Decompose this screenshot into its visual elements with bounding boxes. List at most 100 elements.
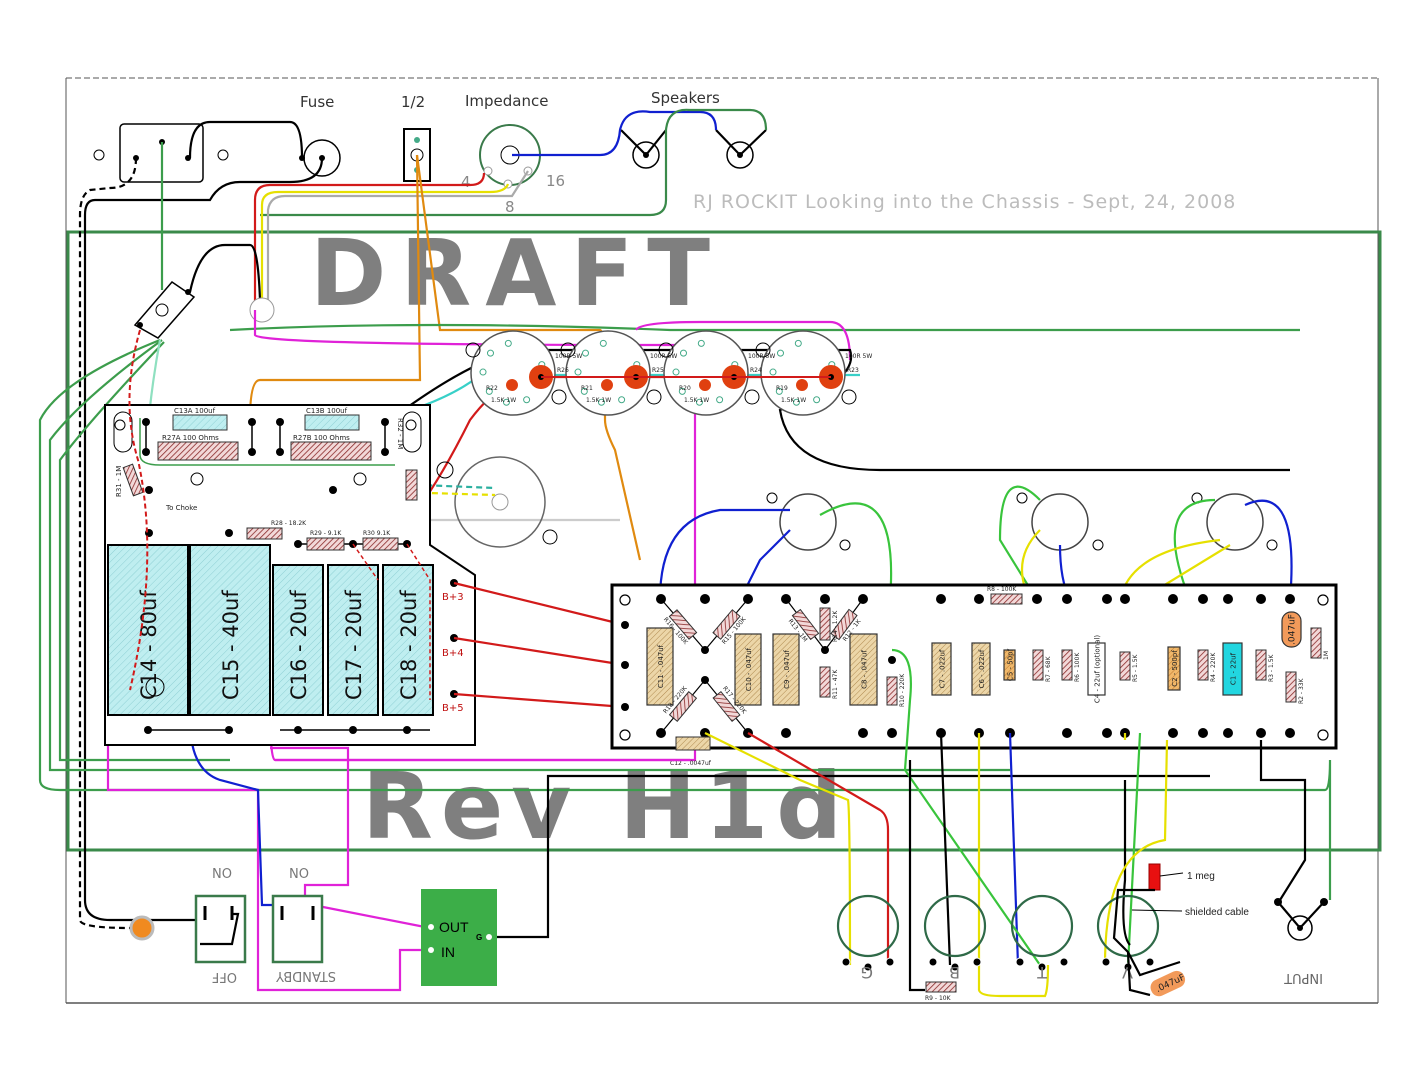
- filter-cap-label: C15 - 40uf: [219, 590, 243, 700]
- filter-cap-2: C15 - 40uf: [189, 544, 271, 716]
- grid-resistor-value: 1.5K 1W: [781, 397, 806, 404]
- impedance-selector[interactable]: [479, 124, 541, 189]
- power-tube-1: [465, 330, 567, 416]
- resistor: [704, 598, 749, 651]
- r32-label: R32 - 1M: [396, 418, 404, 449]
- standby-switch-on-label: ON: [289, 864, 309, 879]
- grid-resistor-value: 1.5K 1W: [491, 397, 516, 404]
- grid-resistor-value: 1.5K 1W: [684, 397, 709, 404]
- r30-label: R30 9.1K: [363, 530, 391, 537]
- grid-resistor-ref: R21: [581, 385, 593, 392]
- turret: [1198, 728, 1208, 738]
- screen-resistor-ref: R25: [652, 367, 664, 374]
- c12-label: C12 - .0047uf: [670, 760, 712, 767]
- capacitor-label: C8 - .047uf: [861, 650, 869, 689]
- pot-label: V: [1122, 963, 1133, 982]
- input-jack[interactable]: [1274, 898, 1328, 941]
- screen-resistor-value: 100R 5W: [650, 353, 677, 360]
- turret: [1168, 594, 1178, 604]
- capacitor-label: C7 - .022uf: [939, 649, 947, 688]
- turret: [1062, 594, 1072, 604]
- bplus4-label: B+4: [442, 648, 464, 659]
- capacitor: [1281, 611, 1302, 648]
- pot-4[interactable]: V: [1096, 894, 1160, 982]
- pot-2[interactable]: B: [923, 894, 987, 982]
- screen-resistor-ref: R24: [750, 367, 762, 374]
- capacitor: [1087, 642, 1106, 696]
- impedance-tap-8: 8: [505, 198, 515, 216]
- input-cap: .047uF: [1150, 970, 1187, 997]
- r9-label: R9 - 10K: [925, 995, 952, 1002]
- r29-label: R29 - 9.1K: [310, 530, 342, 537]
- standby-module: [421, 889, 497, 986]
- resistor-label: R11 - 47K: [832, 669, 839, 699]
- front-panel-wires: [275, 648, 1307, 998]
- resistor-label: R6 - 100K: [1074, 652, 1081, 682]
- capacitor-label: C9 - .047uf: [783, 650, 791, 689]
- grid-resistor-value: 1.5K 1W: [586, 397, 611, 404]
- capacitor-label: C2 - 500pf: [1171, 650, 1179, 687]
- resistor: [1285, 671, 1297, 703]
- resistor-label: R8 - 100K: [987, 586, 1017, 593]
- resistor: [824, 598, 864, 651]
- filter-cap-3: C16 - 20uf: [272, 564, 324, 716]
- power-switch-on-label: ON: [212, 864, 232, 879]
- r27b-label: R27B 100 Ohms: [293, 434, 350, 442]
- grid-resistor-ref: R20: [679, 385, 691, 392]
- grid-resistor-icon: [699, 379, 711, 391]
- c13b-label: C13B 100uf: [306, 407, 348, 415]
- chassis-outline: [65, 77, 1382, 1004]
- turret: [1285, 594, 1295, 604]
- filter-cap-label: C14 - 80uf: [137, 590, 161, 700]
- speakers-label: Speakers: [651, 89, 720, 107]
- filter-cap-label: C18 - 20uf: [397, 590, 421, 700]
- resistor: [1197, 649, 1209, 681]
- grid-resistor-icon: [601, 379, 613, 391]
- filter-cap-5: C18 - 20uf: [382, 564, 434, 716]
- turret: [1223, 728, 1233, 738]
- r27a-resistor: [157, 441, 239, 461]
- pot-label: B: [949, 963, 960, 982]
- screen-resistor-value: 100R 5W: [748, 353, 775, 360]
- standby-switch[interactable]: [271, 894, 324, 964]
- resistor: [819, 666, 831, 698]
- capacitor-label: C1 - 22uf: [1230, 652, 1238, 685]
- resistor-label: R5 - 1.5K: [1132, 653, 1139, 682]
- pot-1[interactable]: G: [836, 894, 900, 982]
- capacitor: [849, 633, 878, 706]
- power-switch[interactable]: [194, 894, 247, 964]
- resistor: [1255, 649, 1267, 681]
- resistor: [1032, 649, 1044, 681]
- capacitor: [772, 633, 800, 706]
- turret: [1032, 594, 1042, 604]
- bplus5-label: B+5: [442, 703, 464, 714]
- capacitor-label: C4 - 22uf (optional): [1094, 635, 1102, 703]
- capacitor: [646, 627, 674, 706]
- half-label: 1/2: [401, 93, 425, 111]
- one-meg-resistor: [1148, 863, 1161, 891]
- screen-resistor-value: 100R 5W: [845, 353, 872, 360]
- resistor: [1061, 649, 1073, 681]
- r28-resistor: [246, 527, 283, 540]
- preamp-tube-v1: [1191, 492, 1278, 551]
- filter-cap-1: C14 - 80uf: [107, 544, 189, 716]
- capacitor-label: .047uF: [1288, 614, 1298, 645]
- resistor: [704, 679, 749, 734]
- module-in-label: IN: [441, 944, 455, 960]
- turret: [781, 728, 791, 738]
- power-tube-4: [755, 330, 857, 416]
- resistor-label: R7 - 68K: [1045, 655, 1052, 682]
- capacitor-label: C5 - 50pf: [1007, 648, 1015, 681]
- standby-label: STANDBY: [276, 968, 336, 983]
- resistor-label: 1M: [1323, 651, 1330, 660]
- diagram-title: RJ ROCKIT Looking into the Chassis - Sep…: [693, 191, 1236, 213]
- bplus3-label: B+3: [442, 592, 464, 603]
- preamp-tube-v3: [766, 492, 851, 551]
- input-label: INPUT: [1284, 970, 1323, 985]
- speaker-jacks[interactable]: [260, 108, 768, 217]
- filter-cap-label: C16 - 20uf: [287, 590, 311, 700]
- r30-resistor: [362, 537, 399, 551]
- capacitor-label: C10 - .047uf: [745, 647, 753, 691]
- pot-3[interactable]: T: [1010, 894, 1074, 982]
